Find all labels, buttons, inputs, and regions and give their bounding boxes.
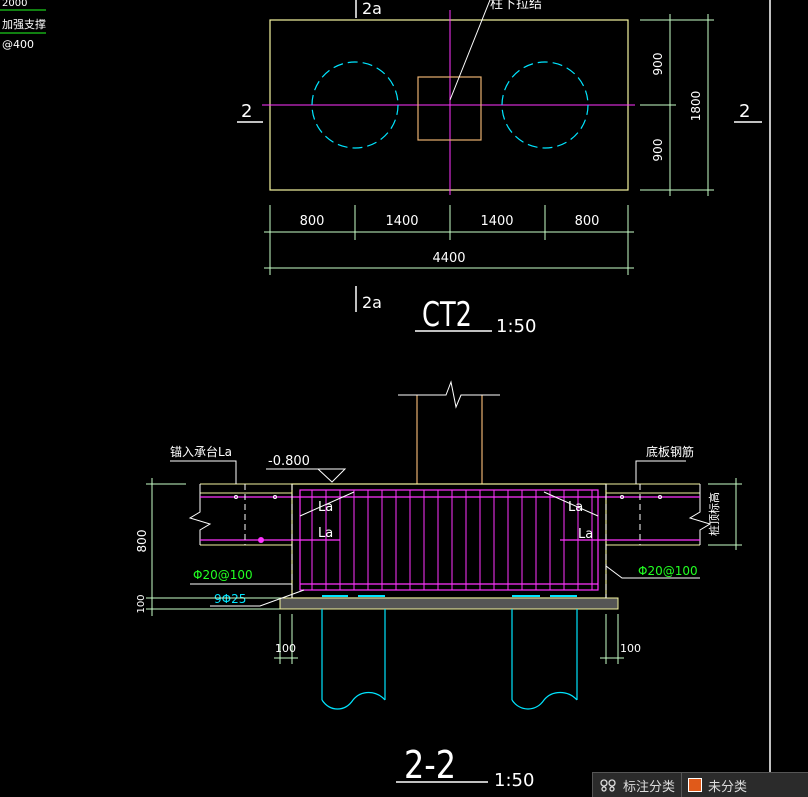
la-label-2: La	[318, 526, 333, 541]
section-mark-right-label: 2	[739, 101, 750, 122]
rebar-dot	[273, 495, 277, 499]
offset-dims	[274, 614, 624, 664]
pile-circle-right	[501, 61, 589, 149]
uncategorized-label: 未分类	[708, 779, 748, 795]
top-axis-label: 2a	[362, 0, 382, 18]
pile-circle-left	[311, 61, 399, 149]
la-label-3: La	[568, 500, 583, 515]
elevation-triangle	[266, 468, 347, 483]
bottom-axis-label: 2a	[362, 293, 382, 312]
rebar-dot-filled	[258, 537, 264, 543]
column-outline	[417, 76, 482, 141]
la-arrow-1	[299, 491, 355, 517]
pile-left-break	[321, 691, 386, 710]
section-view: La La La La -0.800 锚入承台La 底板钢筋 桩顶标高 Φ20@…	[135, 380, 742, 791]
annotation-category-icon	[600, 779, 616, 792]
la-dashed-lines	[244, 484, 641, 598]
corner-note-line3: @400	[2, 38, 34, 51]
right-callout-text: 底板钢筋	[646, 444, 694, 459]
bottom-bars-text: 9Φ25	[214, 592, 246, 606]
dim-text-total: 4400	[432, 251, 465, 266]
offset-dim-left-text: 100	[275, 642, 296, 655]
pile-right-break	[511, 691, 578, 710]
plan-scale: 1:50	[496, 316, 536, 337]
annotation-category-button[interactable]: 标注分类	[593, 773, 681, 797]
break-symbol-left	[188, 484, 212, 545]
dim-right-text-total: 1800	[689, 91, 703, 122]
plan-view: 柱下拉结 2 2 2a 2a 800 1400 1400 80	[237, 0, 762, 337]
elevation-text: -0.800	[268, 454, 310, 469]
rebar-right-text: Φ20@100	[638, 564, 698, 578]
callout-leader	[449, 0, 491, 101]
la-arrows	[299, 491, 599, 517]
dim-text-4: 800	[575, 214, 600, 229]
right-vertical-text: 桩顶标高	[707, 492, 721, 536]
section-dim-height: 800	[135, 530, 149, 553]
la-label-1: La	[318, 500, 333, 515]
rebar-dot	[620, 495, 624, 499]
dim-text-2: 1400	[385, 214, 418, 229]
annotation-category-label: 标注分类	[623, 779, 676, 795]
la-label-4: La	[578, 527, 593, 542]
section-dim-cushion: 100	[136, 594, 147, 613]
left-callout-text: 锚入承台La	[170, 444, 232, 459]
rebar-dot	[658, 495, 662, 499]
right-vertical-dim	[708, 478, 742, 550]
category-color-swatch	[688, 778, 703, 792]
section-cap-outline	[291, 483, 607, 599]
dim-right-text-1: 900	[651, 53, 665, 76]
plan-right-dimensions	[640, 14, 714, 196]
cushion-layer	[279, 597, 619, 610]
dim-text-1: 800	[300, 214, 325, 229]
section-mark-right: 2	[734, 101, 762, 123]
plan-bottom-dimensions	[264, 205, 634, 275]
la-arrow-2	[543, 491, 599, 517]
bottom-bars-leader	[210, 589, 305, 607]
rebar-perimeter	[299, 489, 599, 591]
rebar-right-leader	[605, 565, 700, 579]
section-scale: 1:50	[494, 770, 534, 791]
corner-note-line1: 2000	[2, 0, 27, 9]
break-symbol-right	[688, 484, 712, 545]
slab-lines	[200, 483, 700, 546]
dim-right-text-2: 900	[651, 139, 665, 162]
corner-note-line2: 加强支撑	[2, 17, 46, 31]
callout-column-text: 柱下拉结	[490, 0, 542, 12]
section-left-dims	[146, 478, 280, 616]
plan-title: CT2	[422, 295, 472, 335]
dim-text-3: 1400	[480, 214, 513, 229]
rebar-dots	[234, 495, 662, 499]
column-break-line	[398, 380, 500, 409]
left-callout-leader	[170, 460, 237, 484]
offset-dim-right-text: 100	[620, 642, 641, 655]
piles	[321, 609, 578, 710]
rebar-left-text: Φ20@100	[193, 568, 253, 582]
rebar-cage	[200, 489, 700, 591]
column-stub	[416, 395, 483, 484]
section-mark-left: 2	[237, 101, 263, 123]
uncategorized-button[interactable]: 未分类	[681, 773, 753, 797]
section-title: 2-2	[404, 743, 456, 787]
status-bar: 标注分类 未分类	[592, 772, 808, 797]
rebar-dot	[234, 495, 238, 499]
stirrups	[311, 490, 593, 590]
right-callout-leader	[635, 460, 686, 484]
section-mark-left-label: 2	[241, 101, 252, 122]
corner-note: 2000 加强支撑 @400	[0, 0, 46, 51]
